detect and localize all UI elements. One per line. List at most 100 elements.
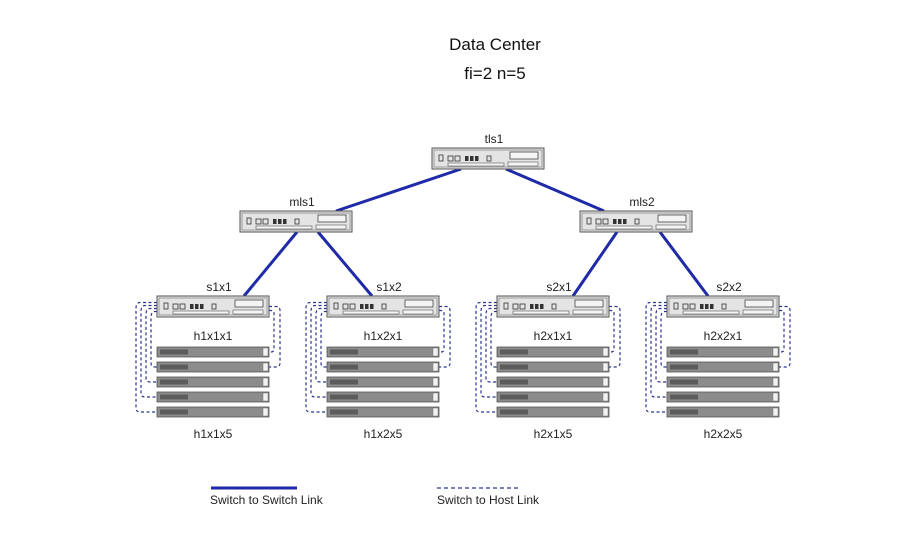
host-chassis xyxy=(666,406,780,418)
host-server xyxy=(156,406,270,418)
switch-s2x1: s2x1 xyxy=(496,280,610,318)
host-chassis xyxy=(666,346,780,358)
switch-module-slot xyxy=(509,151,539,160)
switch-bezel xyxy=(668,297,778,316)
host-chassis xyxy=(326,406,440,418)
switch-module-slot xyxy=(402,309,434,315)
host-link xyxy=(490,310,497,368)
host-link xyxy=(145,307,157,383)
host-server xyxy=(156,361,270,373)
switch-indicator xyxy=(673,302,679,310)
switch-port xyxy=(195,304,199,309)
switch-front-strip xyxy=(172,310,230,315)
host-drive-bay xyxy=(330,394,358,400)
switch-bezel xyxy=(498,297,608,316)
host-end-cap xyxy=(262,377,269,387)
switch-port xyxy=(349,303,356,310)
switch-port xyxy=(682,303,689,310)
host-chassis xyxy=(326,361,440,373)
host-server xyxy=(666,361,780,373)
host-links-layer xyxy=(135,301,791,413)
host-link xyxy=(609,309,615,353)
switch-module-slot xyxy=(507,161,539,167)
switch-s1x1: s1x1 xyxy=(156,280,270,318)
host-server xyxy=(666,376,780,388)
switch-port xyxy=(454,155,461,162)
switch-label-tls1: tls1 xyxy=(485,132,504,146)
host-end-cap xyxy=(602,362,609,372)
switch-port xyxy=(551,303,557,310)
host-end-cap xyxy=(432,347,439,357)
switch-indicator xyxy=(333,302,339,310)
switch-port xyxy=(172,303,179,310)
switch-front-strip xyxy=(682,310,740,315)
host-drive-bay xyxy=(160,364,188,370)
host-drive-bay xyxy=(160,409,188,415)
host-drive-bay xyxy=(670,349,698,355)
host-end-cap xyxy=(432,407,439,417)
switch-port xyxy=(179,303,186,310)
switch-module-slot xyxy=(315,224,347,230)
host-server xyxy=(326,391,440,403)
switch-bezel xyxy=(241,212,351,231)
host-link xyxy=(645,301,667,413)
host-chassis xyxy=(496,406,610,418)
switch-s2x2: s2x2 xyxy=(666,280,780,318)
host-drive-bay xyxy=(500,349,528,355)
host-link xyxy=(310,304,327,398)
host-link xyxy=(779,305,791,368)
host-link xyxy=(439,305,451,368)
host-end-cap xyxy=(262,407,269,417)
host-server xyxy=(666,346,780,358)
host-link xyxy=(779,309,785,353)
switch-mls1: mls1 xyxy=(239,195,353,233)
host-chassis xyxy=(156,361,270,373)
switch-port xyxy=(342,303,349,310)
host-link xyxy=(315,307,327,383)
switch-port xyxy=(447,155,454,162)
switch-indicator xyxy=(163,302,169,310)
switch-port xyxy=(623,219,627,224)
diagram-title: Data Center xyxy=(449,35,541,54)
host-end-cap xyxy=(772,392,779,402)
host-server xyxy=(496,346,610,358)
host-server xyxy=(496,406,610,418)
switch-link-tls1-mls1 xyxy=(335,167,462,213)
host-end-cap xyxy=(262,392,269,402)
switch-bezel xyxy=(433,149,543,168)
host-first-label: h1x1x1 xyxy=(194,329,233,343)
switch-port xyxy=(211,303,217,310)
switch-mls2: mls2 xyxy=(579,195,693,233)
host-drive-bay xyxy=(330,379,358,385)
host-drive-bay xyxy=(330,364,358,370)
host-link xyxy=(150,310,157,368)
switch-indicator xyxy=(246,217,252,225)
host-end-cap xyxy=(602,392,609,402)
switch-front-strip xyxy=(342,310,400,315)
switch-bezel xyxy=(158,297,268,316)
host-server xyxy=(326,376,440,388)
host-drive-bay xyxy=(160,394,188,400)
switch-indicator xyxy=(586,217,592,225)
switch-port xyxy=(705,304,709,309)
host-end-cap xyxy=(262,362,269,372)
switch-port xyxy=(535,304,539,309)
host-last-label: h2x1x5 xyxy=(534,427,573,441)
legend-switch-to-switch-label: Switch to Switch Link xyxy=(210,493,323,507)
switch-front-strip xyxy=(255,225,313,230)
host-end-cap xyxy=(602,377,609,387)
host-server xyxy=(496,361,610,373)
host-end-cap xyxy=(432,392,439,402)
host-end-cap xyxy=(432,362,439,372)
switch-port xyxy=(475,156,479,161)
switch-port xyxy=(530,304,534,309)
switch-label-s1x2: s1x2 xyxy=(376,280,402,294)
switch-module-slot xyxy=(232,309,264,315)
switch-indicator xyxy=(503,302,509,310)
host-link xyxy=(269,305,281,368)
host-end-cap xyxy=(262,347,269,357)
host-first-label: h1x2x1 xyxy=(364,329,403,343)
